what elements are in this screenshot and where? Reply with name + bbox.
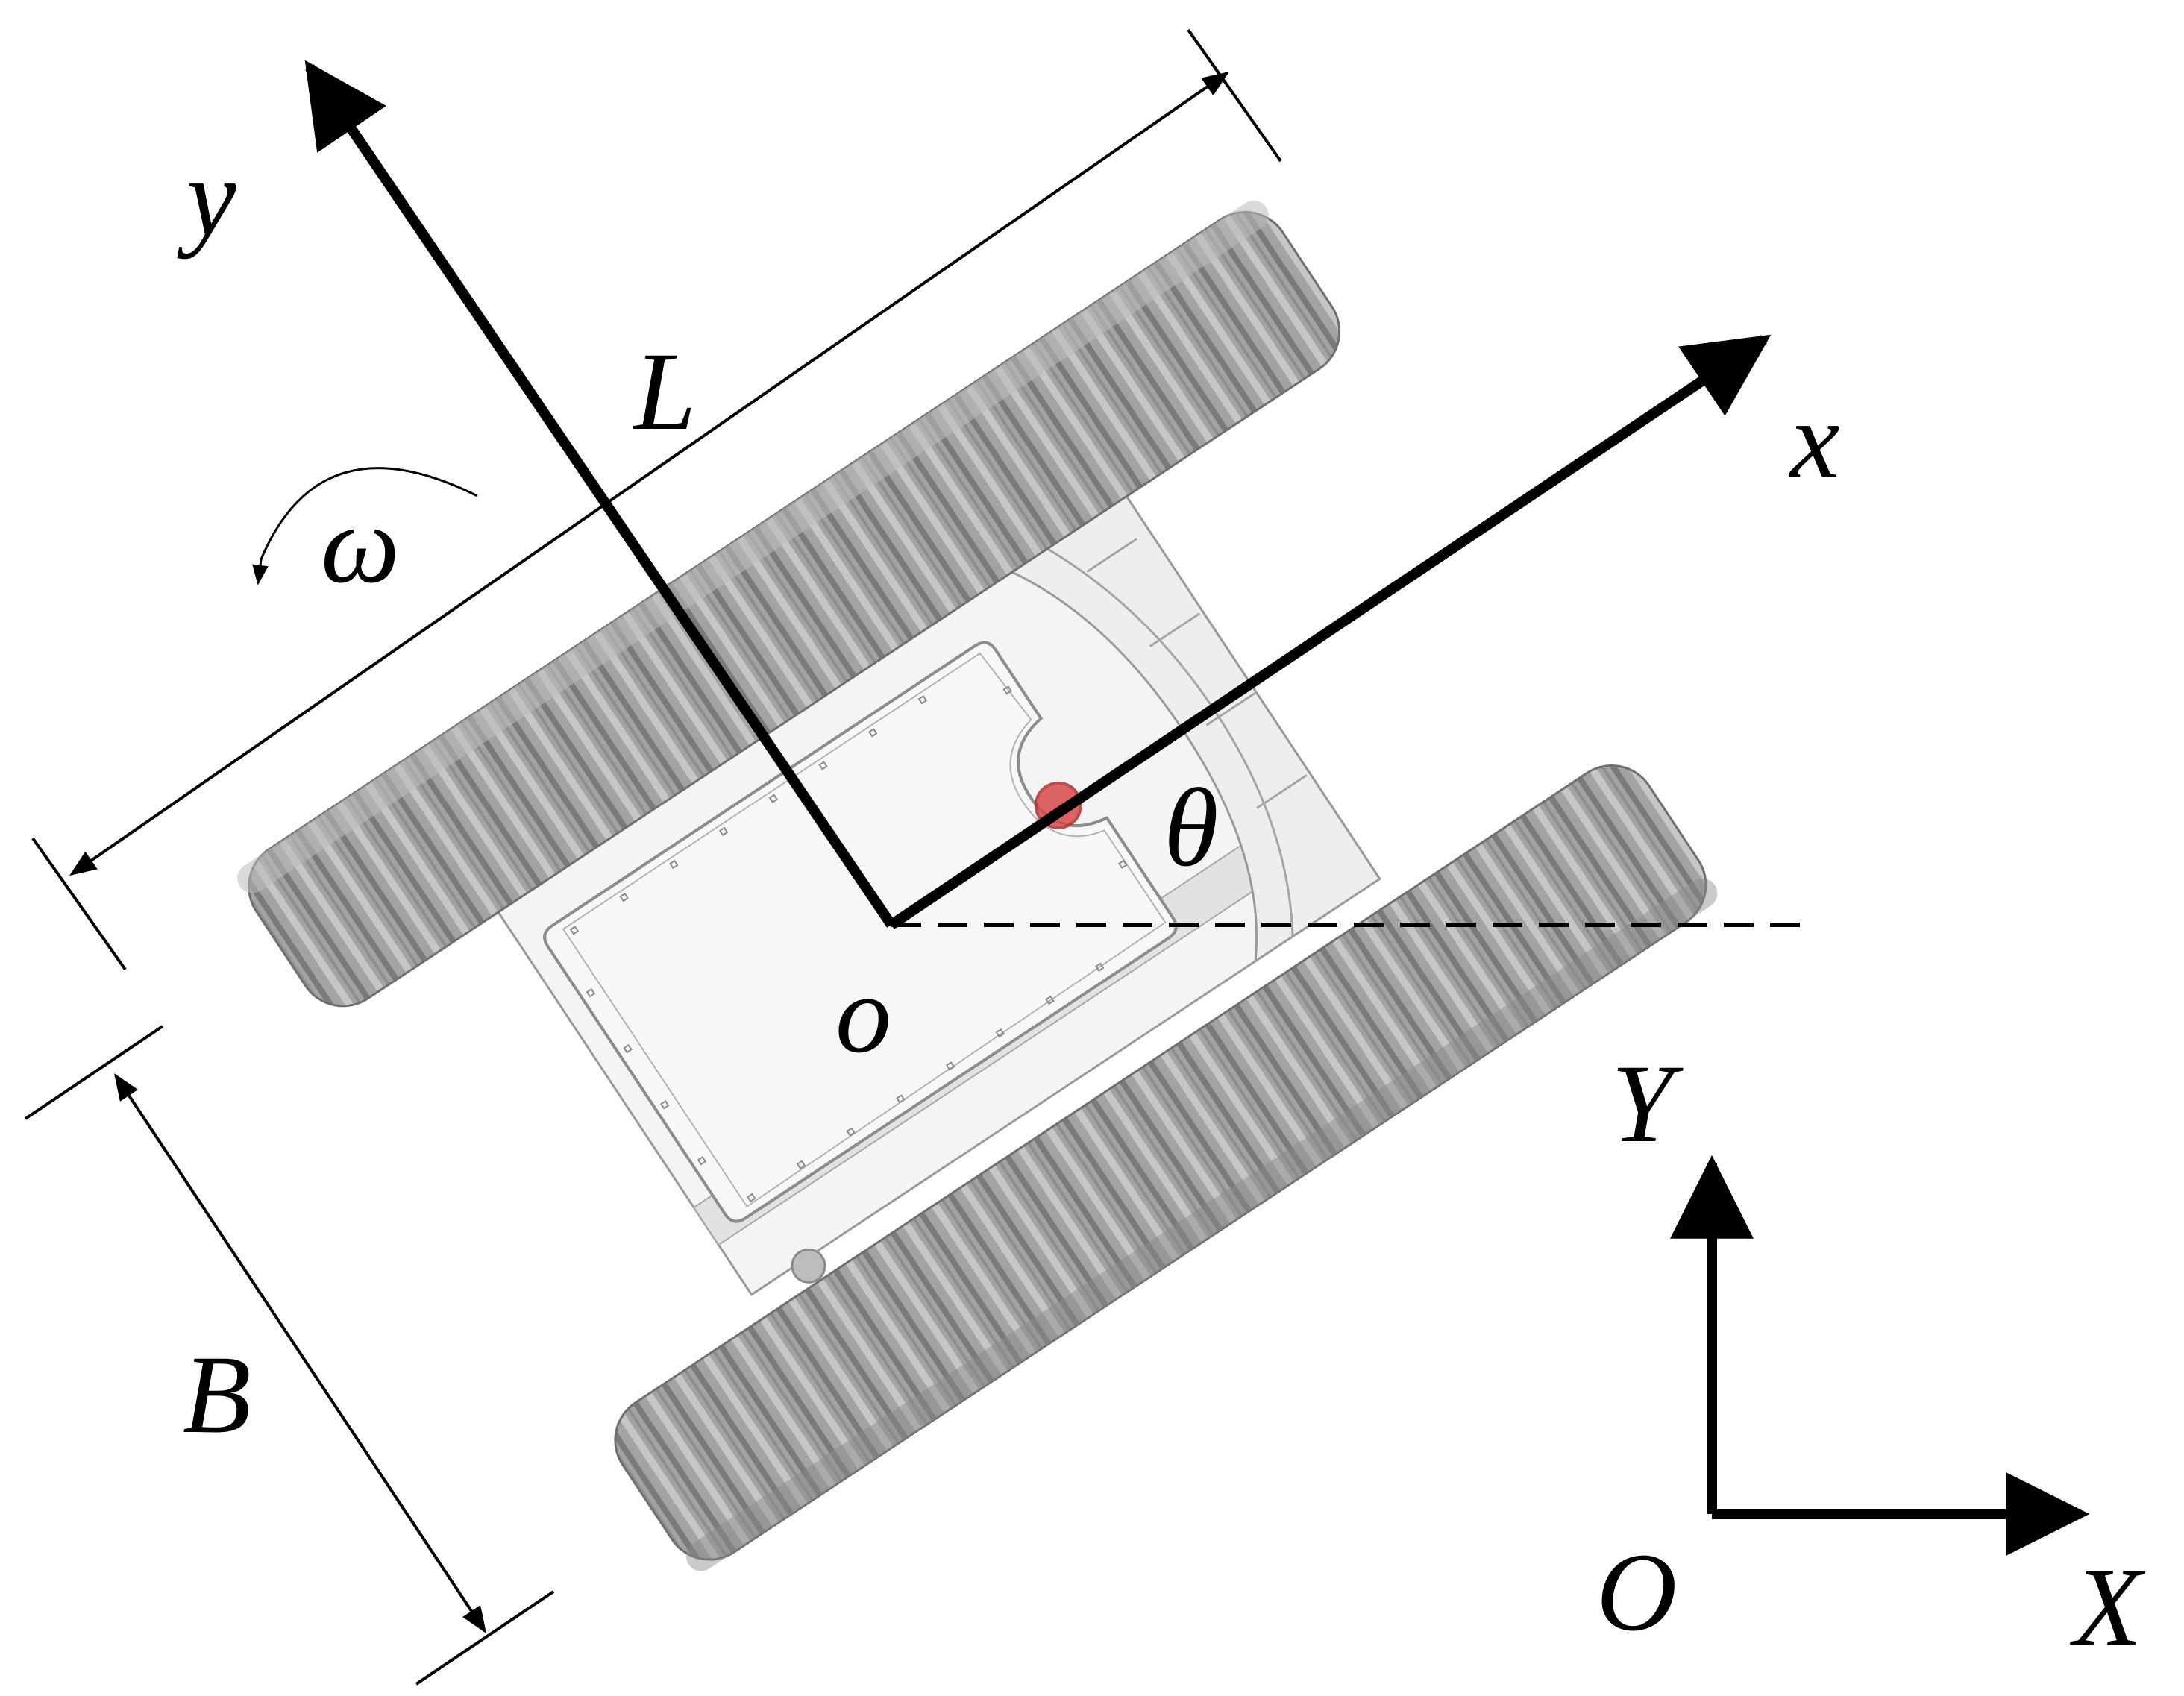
label-body-y: y: [177, 136, 236, 260]
dimension-L: [31, 28, 1282, 971]
label-heading: θ: [1164, 766, 1219, 890]
label-body-x: x: [1789, 378, 1840, 502]
label-world-X: X: [2070, 1545, 2146, 1669]
rotation-arrow: [252, 467, 478, 585]
label-length: L: [633, 330, 696, 453]
label-body-origin: o: [835, 952, 891, 1076]
body-y-axis: [304, 60, 896, 928]
knob: [791, 1248, 826, 1284]
label-world-origin: O: [1596, 1530, 1677, 1654]
body-x-axis: [888, 334, 1772, 929]
dimension-B: [24, 1025, 555, 1686]
robot-body: [237, 200, 1718, 1571]
label-angular-velocity: ω: [321, 483, 400, 606]
lower-track: [614, 764, 1718, 1571]
label-width: B: [183, 1333, 251, 1457]
label-world-Y: Y: [1611, 1042, 1684, 1166]
